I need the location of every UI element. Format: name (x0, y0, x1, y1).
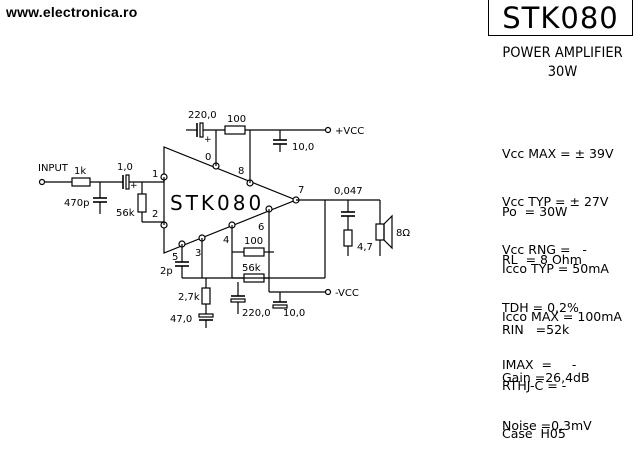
spec-vcc-typ: Vcc TYP = ± 27V (502, 194, 609, 209)
feedback-resistor-100 (243, 247, 265, 257)
spec-tdh: TDH = 0,2% (502, 300, 579, 315)
output-resistor (343, 229, 353, 247)
spec-vcc-rng: Vcc RNG = - (502, 242, 587, 257)
bottom-capacitor-label: 220,0 (242, 308, 271, 319)
input-capacitor (125, 174, 130, 190)
vcc-neg-terminal (324, 288, 332, 296)
vcc-pos-terminal (324, 126, 332, 134)
spec-group-supply: Vcc MAX = ± 39V Vcc TYP = ± 27V Vcc RNG … (502, 114, 614, 290)
vcc-pos-label: +VCC (335, 126, 364, 137)
spec-icco-max: Icco MAX = 100mA (502, 309, 622, 324)
comp-cap-label: 2p (160, 266, 173, 277)
spec-rl: RL = 8 Ohm (502, 252, 582, 267)
spec-imax: IMAX = - (502, 357, 577, 372)
schematic: STK080 0 8 1 2 7 5 3 4 6 INPUT (38, 110, 410, 328)
feedback-resistor-100-label: 100 (244, 236, 263, 247)
low-capacitor-label: 47,0 (170, 314, 192, 325)
pin-8-label: 8 (238, 166, 244, 177)
vcc-neg-label: -VCC (335, 288, 359, 299)
input-label: INPUT (38, 163, 69, 174)
output-cap-label: 0,047 (334, 186, 363, 197)
pin-6-label: 6 (258, 222, 264, 233)
pin-1-label: 1 (152, 169, 158, 180)
subtitle: POWER AMPLIFIER 30W (490, 44, 635, 82)
datasheet-page: www.electronica.ro STK080 POWER AMPLIFIE… (6, 0, 635, 441)
input-resistor (71, 177, 91, 187)
subtitle-line-2: 30W (547, 64, 578, 80)
pin-4-label: 4 (223, 235, 229, 246)
chip-title-box: STK080 (488, 0, 633, 36)
spec-vcc-max: Vcc MAX = ± 39V (502, 146, 614, 161)
input-shunt-cap-label: 470p (64, 198, 89, 209)
top-resistor (224, 125, 246, 135)
chip-label: STK080 (170, 191, 264, 215)
spec-case: Case H05 (502, 426, 566, 441)
speaker-label: 8Ω (396, 228, 410, 239)
pin-3-label: 3 (195, 248, 201, 259)
pin-7-label: 7 (298, 185, 304, 196)
input-resistor-label: 1k (74, 166, 86, 177)
speaker-coil (375, 223, 385, 241)
bias-resistor (137, 193, 147, 213)
spec-group-output: Po = 30W RL = 8 Ohm TDH = 0,2% (502, 172, 582, 348)
spec-group-current: Icco TYP = 50mA Icco MAX = 100mA IMAX = … (502, 229, 622, 405)
svg-text:+: + (130, 181, 138, 191)
top-capacitor (199, 122, 204, 138)
svg-text:+: + (204, 135, 212, 145)
pin-0-label: 0 (205, 152, 211, 163)
input-capacitor-label: 1,0 (117, 162, 133, 173)
spec-rthj: RTHJ-C = - (502, 378, 567, 393)
top-capacitor-label: 220,0 (188, 110, 217, 121)
output-resistor-label: 4,7 (357, 242, 373, 253)
bottom-capacitor (230, 298, 246, 303)
speaker-icon (383, 214, 393, 250)
input-terminal (38, 178, 46, 186)
spec-rin: RIN =52k (502, 322, 570, 337)
pin-5-label: 5 (172, 252, 178, 263)
low-capacitor (198, 313, 214, 318)
pin-numbers: 0 8 1 2 7 5 3 4 6 (152, 152, 304, 263)
neg-supply-cap-label: 10,0 (283, 308, 305, 319)
spec-po: Po = 30W (502, 204, 568, 219)
pos-supply-cap-label: 10,0 (292, 142, 314, 153)
subtitle-line-1: POWER AMPLIFIER (502, 45, 623, 61)
spec-gain: Gain =26,4dB (502, 370, 590, 385)
spec-icco-typ: Icco TYP = 50mA (502, 261, 609, 276)
website-url: www.electronica.ro (6, 4, 138, 20)
low-resistor (201, 287, 211, 305)
top-resistor-label: 100 (227, 114, 246, 125)
pin-2-label: 2 (152, 209, 158, 220)
feedback-resistor-56k-label: 56k (242, 263, 261, 274)
low-resistor-label: 2,7k (178, 292, 200, 303)
neg-supply-capacitor (272, 304, 288, 309)
bias-resistor-label: 56k (116, 208, 135, 219)
